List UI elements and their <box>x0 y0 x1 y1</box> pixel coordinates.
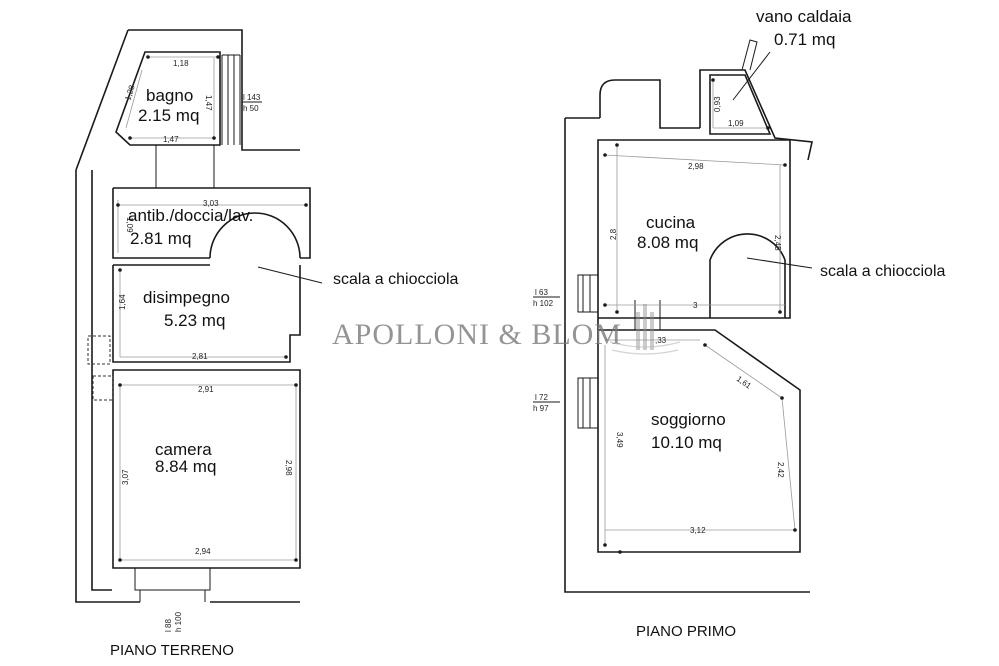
vano-caldaia-walls <box>709 74 772 135</box>
watermark-logo: APOLLONI & BLOM <box>332 304 681 355</box>
dim-soggiorno-left: 3,49 <box>615 432 624 448</box>
room-area-disimpegno: 5.23 mq <box>164 311 225 330</box>
dim-cucina-top: 2,98 <box>688 162 704 171</box>
bagno-door-jambs <box>155 145 215 188</box>
dim-caldaia-width: 1,09 <box>728 119 744 128</box>
camera-window <box>134 568 211 602</box>
dim-bagno-right: 1,47 <box>204 95 213 111</box>
watermark-text: APOLLONI & BLOM <box>332 318 622 351</box>
room-area-camera: 8.84 mq <box>155 457 216 476</box>
dim-camera-right: 2,98 <box>284 460 293 476</box>
window-soggiorno-height: h 97 <box>533 404 549 413</box>
dim-disimpegno-width: 2,81 <box>192 352 208 361</box>
room-name-camera: camera <box>155 440 212 459</box>
floor-label-first: PIANO PRIMO <box>636 623 736 640</box>
ground-floor-plan: 1,18 1,28 1,47 1,47 3,03 1,09 1,64 2,81 … <box>75 29 459 659</box>
dim-soggiorno-right: 2,42 <box>776 462 785 478</box>
disimpegno-walls <box>112 264 301 363</box>
window-bagno-width: l 143 <box>243 93 261 102</box>
room-area-cucina: 8.08 mq <box>637 233 698 252</box>
ground-floor-dimension-dots <box>116 55 308 562</box>
window-bagno-height: h 50 <box>243 104 259 113</box>
stair-arc-ground <box>209 212 301 259</box>
first-floor-chimney <box>599 79 661 118</box>
first-floor-dimension-lines <box>604 80 796 545</box>
dim-caldaia-height: 0,93 <box>713 96 722 112</box>
stair-label-first: scala a chiocciola <box>820 263 946 280</box>
soggiorno-walls <box>597 329 801 553</box>
dim-camera-top: 2,91 <box>198 385 214 394</box>
caldaia-leader <box>732 51 771 101</box>
room-name-antibagno: antib./doccia/lav. <box>128 206 253 225</box>
dim-camera-bottom: 2,94 <box>195 547 211 556</box>
room-area-vano-caldaia: 0.71 mq <box>774 30 835 49</box>
floor-label-ground: PIANO TERRENO <box>110 642 234 659</box>
stair-leader-ground <box>257 266 323 284</box>
antibagno-walls <box>112 187 311 259</box>
ground-floor-left-wall <box>91 170 112 591</box>
room-area-bagno: 2.15 mq <box>138 106 199 125</box>
bagno-walls <box>115 51 221 146</box>
room-name-disimpegno: disimpegno <box>143 288 230 307</box>
dim-soggiorno-bottom: 3,12 <box>690 526 706 535</box>
dim-camera-left: 3,07 <box>121 469 130 485</box>
dim-cucina-bottom: 3 <box>693 301 698 310</box>
soggiorno-window <box>577 377 599 429</box>
dim-bagno-top: 1,18 <box>173 59 189 68</box>
dim-bagno-bottom: 1,47 <box>163 135 179 144</box>
dim-antibagno-width: 3,03 <box>203 199 219 208</box>
dim-soggiorno-top: ,33 <box>655 336 667 345</box>
ground-floor-outer-wall <box>75 29 300 603</box>
dim-cucina-right: 2,45 <box>773 235 782 251</box>
room-area-soggiorno: 10.10 mq <box>651 433 722 452</box>
cucina-walls <box>597 139 791 330</box>
room-name-vano-caldaia: vano caldaia <box>756 7 852 26</box>
cucina-window <box>577 274 599 313</box>
window-soggiorno-width: l 72 <box>535 393 548 402</box>
window-camera-height: h 100 <box>174 611 183 632</box>
first-floor-plan: 0,93 1,09 2,98 2,8 2,45 3 ,33 1,61 3,49 … <box>533 7 946 640</box>
room-name-bagno: bagno <box>146 86 193 105</box>
stair-label-ground: scala a chiocciola <box>333 271 459 288</box>
dim-antibagno-height: 1,09 <box>125 217 134 233</box>
dim-disimpegno-height: 1,64 <box>118 294 127 310</box>
room-area-antibagno: 2.81 mq <box>130 229 191 248</box>
ground-floor-dimension-lines <box>117 56 306 561</box>
window-cucina-height: h 102 <box>533 299 554 308</box>
flue-pipe <box>741 39 758 71</box>
window-cucina-width: l 63 <box>535 288 548 297</box>
camera-walls <box>112 369 301 569</box>
stair-arc-first <box>709 233 786 318</box>
room-name-cucina: cucina <box>646 213 696 232</box>
first-floor-dimension-dots <box>603 78 797 554</box>
watermark-emblem-icon <box>609 304 681 355</box>
dim-bagno-left: 1,28 <box>123 84 137 102</box>
disimpegno-dashed-niche <box>87 335 111 365</box>
room-name-soggiorno: soggiorno <box>651 410 726 429</box>
stair-leader-first <box>746 257 813 269</box>
first-floor-outer-wall <box>564 69 813 593</box>
dim-cucina-left: 2,8 <box>609 228 618 240</box>
camera-dashed-niche <box>92 375 114 401</box>
window-camera-width: l 88 <box>164 619 173 632</box>
bagno-window <box>221 54 241 145</box>
